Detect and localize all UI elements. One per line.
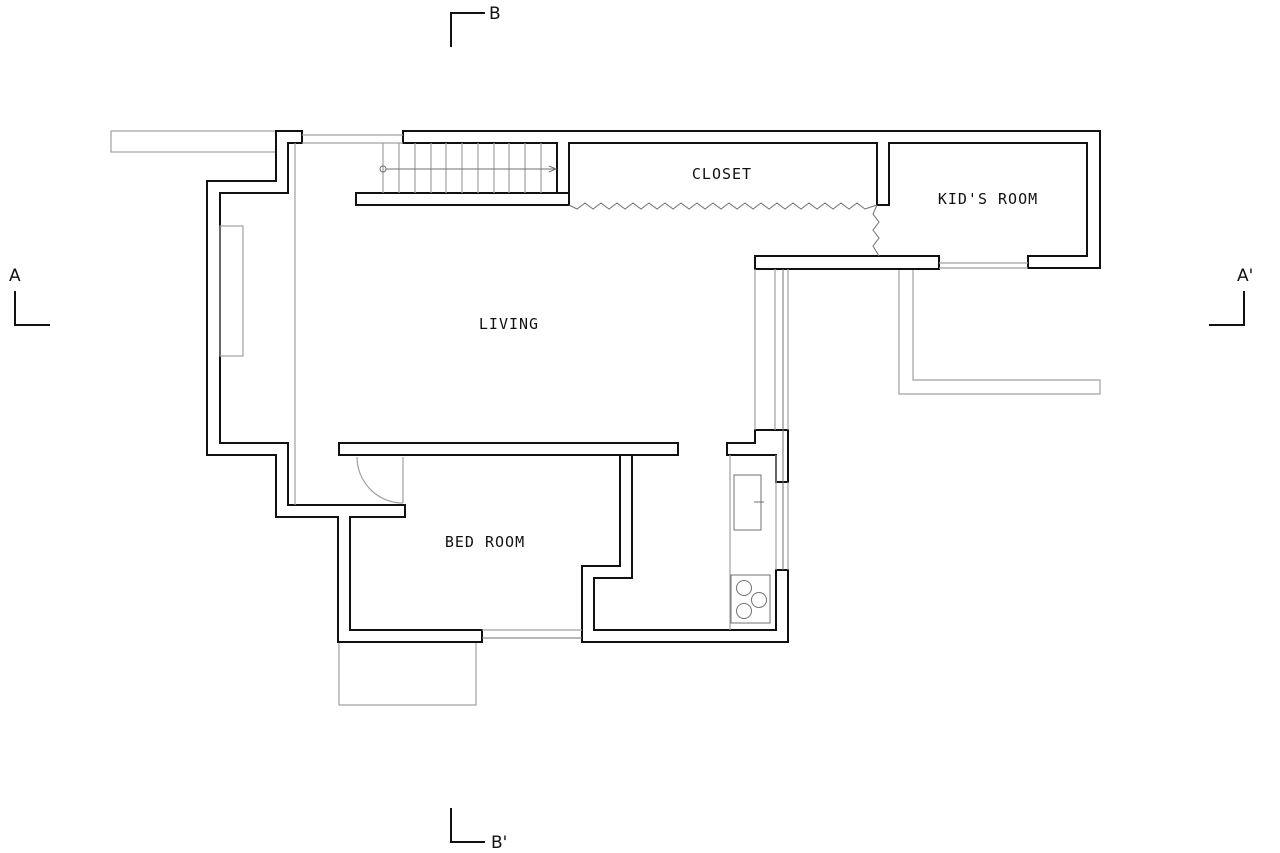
section-label-b-prime: B' xyxy=(491,833,508,853)
stair-wall xyxy=(355,192,570,206)
closet-curtain-icon xyxy=(568,202,880,257)
kitchen-north-wall xyxy=(726,429,789,483)
section-label-b: B xyxy=(489,4,501,24)
cooktop-icon xyxy=(730,574,771,624)
room-label-bed-room: BED ROOM xyxy=(444,533,526,551)
windows xyxy=(294,134,1028,639)
room-label-closet: CLOSET xyxy=(691,165,753,183)
door-swing-icon xyxy=(356,456,404,504)
room-label-kids-room: KID'S ROOM xyxy=(937,190,1039,208)
section-label-a-prime: A' xyxy=(1237,266,1254,286)
section-marker-b-top xyxy=(450,12,485,47)
section-marker-a-left xyxy=(14,291,50,326)
north-wall xyxy=(402,130,1101,269)
sink-icon xyxy=(733,474,764,531)
bedroom-terrace xyxy=(338,642,477,706)
west-wall xyxy=(206,130,483,643)
entry-deck xyxy=(110,130,277,153)
section-marker-b-bottom xyxy=(450,808,485,843)
kids-room-balcony xyxy=(898,268,1101,395)
kids-room-south-wall xyxy=(754,255,940,270)
kitchen-counter xyxy=(729,455,777,630)
bench-icon xyxy=(219,225,244,357)
bedroom-north-wall xyxy=(338,442,679,456)
section-marker-a-right xyxy=(1209,291,1245,326)
stair-icon xyxy=(379,143,558,193)
section-label-a: A xyxy=(9,266,21,286)
bedroom-east-wall xyxy=(581,454,789,643)
room-label-living: LIVING xyxy=(478,315,540,333)
